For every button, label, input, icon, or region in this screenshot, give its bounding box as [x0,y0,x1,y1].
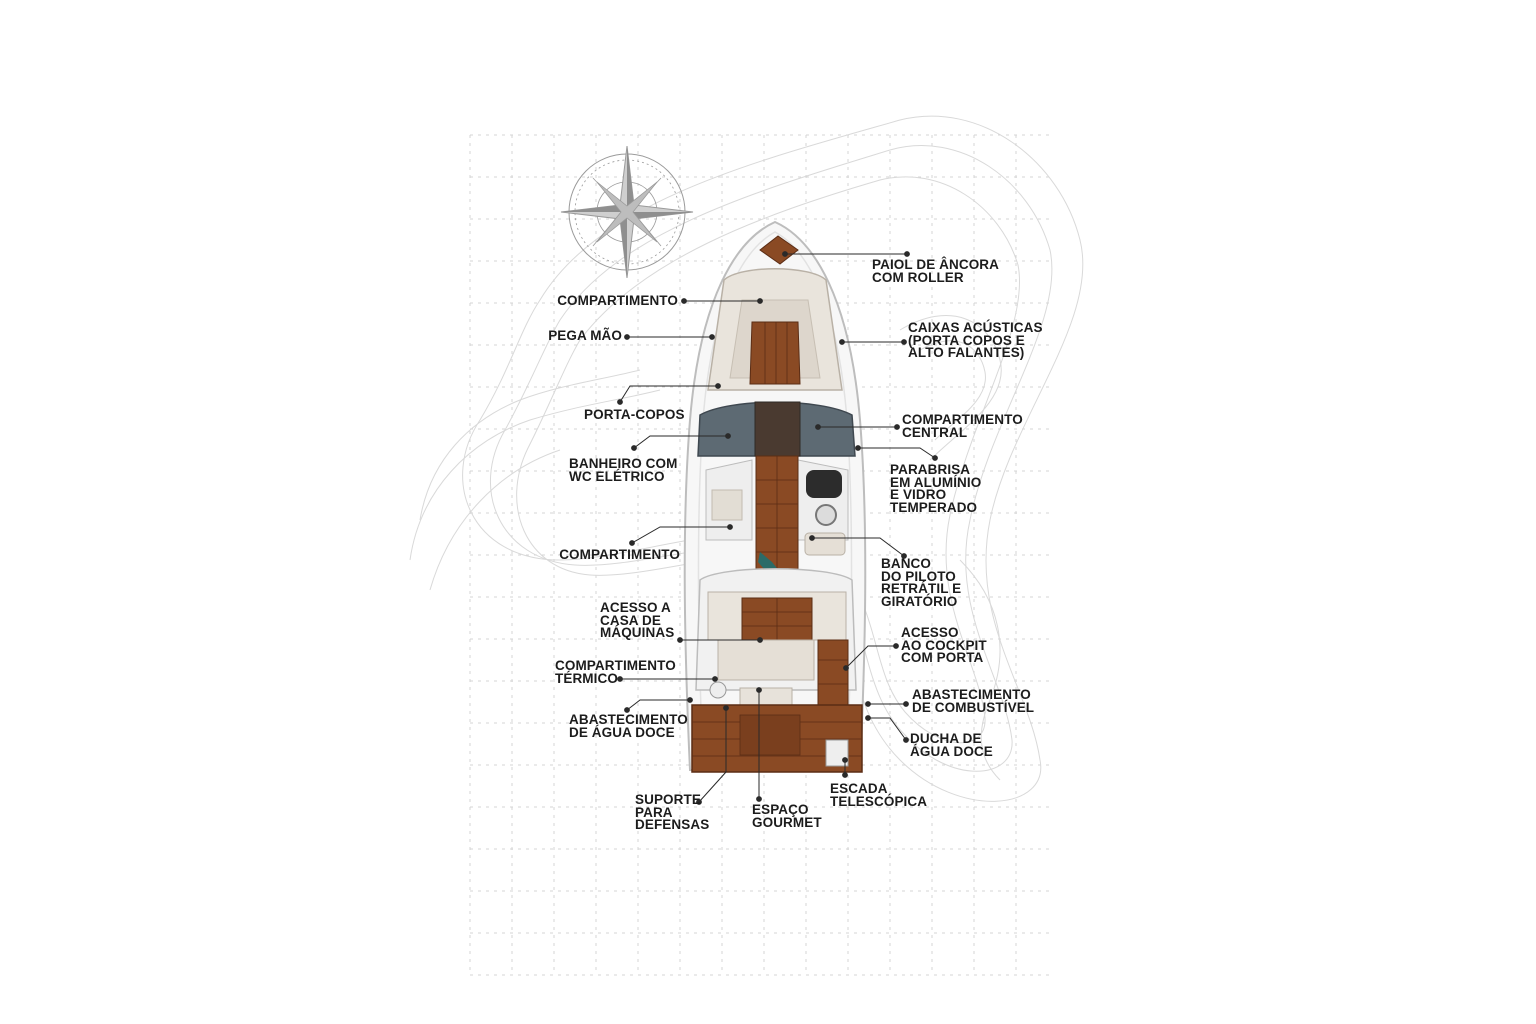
leader-parabrisa-dot [932,455,938,461]
leader-abastecimento-agua-dot [687,697,693,703]
leader-espaco-gourmet-dot [756,796,762,802]
label-parabrisa: PARABRISA EM ALUMÍNIO E VIDRO TEMPERADO [890,462,982,515]
leader-caixas-dot [901,339,907,345]
label-pega-mao: PEGA MÃO [548,328,622,343]
leader-compartimento-meio [631,526,730,544]
leader-acesso-maquinas-dot [757,637,763,643]
leader-lines [617,251,938,805]
leader-acesso-cockpit [845,645,896,669]
leader-abastecimento-combustivel-dot [903,701,909,707]
leader-banheiro-dot [631,445,637,451]
leader-compartimento-proa-dot [681,298,687,304]
leader-acesso-maquinas-dot [677,637,683,643]
label-paiol-ancora: PAIOL DE ÂNCORA COM ROLLER [872,257,1000,285]
leader-compartimento-termico-dot [712,676,718,682]
label-ducha: DUCHA DE ÁGUA DOCE [910,731,993,759]
contour-lines [409,115,1084,802]
leader-compartimento-central-dot [815,424,821,430]
leader-caixas-dot [839,339,845,345]
boat-hull [683,220,867,773]
leader-escada-dot [842,772,848,778]
label-compartimento-proa: COMPARTIMENTO [557,293,678,308]
label-compartimento-termico: COMPARTIMENTO TÉRMICO [555,658,676,686]
label-abastecimento-combustivel: ABASTECIMENTO DE COMBUSTÍVEL [912,687,1035,715]
leader-abastecimento-combustivel-dot [865,701,871,707]
label-compartimento-central: COMPARTIMENTO CENTRAL [902,412,1023,440]
leader-pega-mao-dot [624,334,630,340]
leader-suporte-defensas [698,708,727,803]
leader-porta-copos-dot [617,399,623,405]
compass-rose-icon [560,145,694,279]
leader-porta-copos [619,385,718,403]
leader-banco-piloto-dot [901,553,907,559]
label-abastecimento-agua: ABASTECIMENTO DE ÁGUA DOCE [569,712,688,740]
leader-ducha-dot [903,737,909,743]
label-acesso-maquinas: ACESSO A CASA DE MÁQUINAS [600,600,675,640]
leader-parabrisa-dot [855,445,861,451]
label-espaco-gourmet: ESPAÇO GOURMET [752,802,822,830]
label-caixas-acusticas: CAIXAS ACÚSTICAS (PORTA COPOS E ALTO FAL… [908,320,1043,360]
label-banco-piloto: BANCO DO PILOTO RETRÁTIL E GIRATÓRIO [881,556,962,609]
label-banheiro: BANHEIRO COM WC ELÉTRICO [569,456,678,484]
leader-escada-dot [842,757,848,763]
leader-abastecimento-agua [626,699,690,711]
leader-acesso-cockpit-dot [843,665,849,671]
leader-ducha [868,717,907,741]
leader-compartimento-central-dot [894,424,900,430]
leader-compartimento-termico-dot [617,676,623,682]
leader-banco-piloto [812,537,905,557]
label-suporte-defensas: SUPORTE PARA DEFENSAS [635,792,710,832]
leader-parabrisa [858,447,936,459]
leader-compartimento-meio-dot [727,524,733,530]
label-compartimento-meio: COMPARTIMENTO [559,547,680,562]
leader-banheiro [633,435,728,449]
leader-acesso-cockpit-dot [893,643,899,649]
label-porta-copos: PORTA-COPOS [584,407,685,422]
leader-suporte-defensas-dot [696,799,702,805]
label-escada: ESCADA TELESCÓPICA [830,781,928,809]
leader-pega-mao-dot [709,334,715,340]
leader-abastecimento-agua-dot [624,707,630,713]
leader-espaco-gourmet-dot [756,687,762,693]
leader-suporte-defensas-dot [723,705,729,711]
leader-compartimento-meio-dot [629,540,635,546]
label-acesso-cockpit: ACESSO AO COCKPIT COM PORTA [901,625,987,665]
leader-porta-copos-dot [715,383,721,389]
leader-banheiro-dot [725,433,731,439]
leader-banco-piloto-dot [809,535,815,541]
leader-paiol-dot [904,251,910,257]
leader-paiol-dot [782,251,788,257]
leader-ducha-dot [865,715,871,721]
leader-compartimento-proa-dot [757,298,763,304]
